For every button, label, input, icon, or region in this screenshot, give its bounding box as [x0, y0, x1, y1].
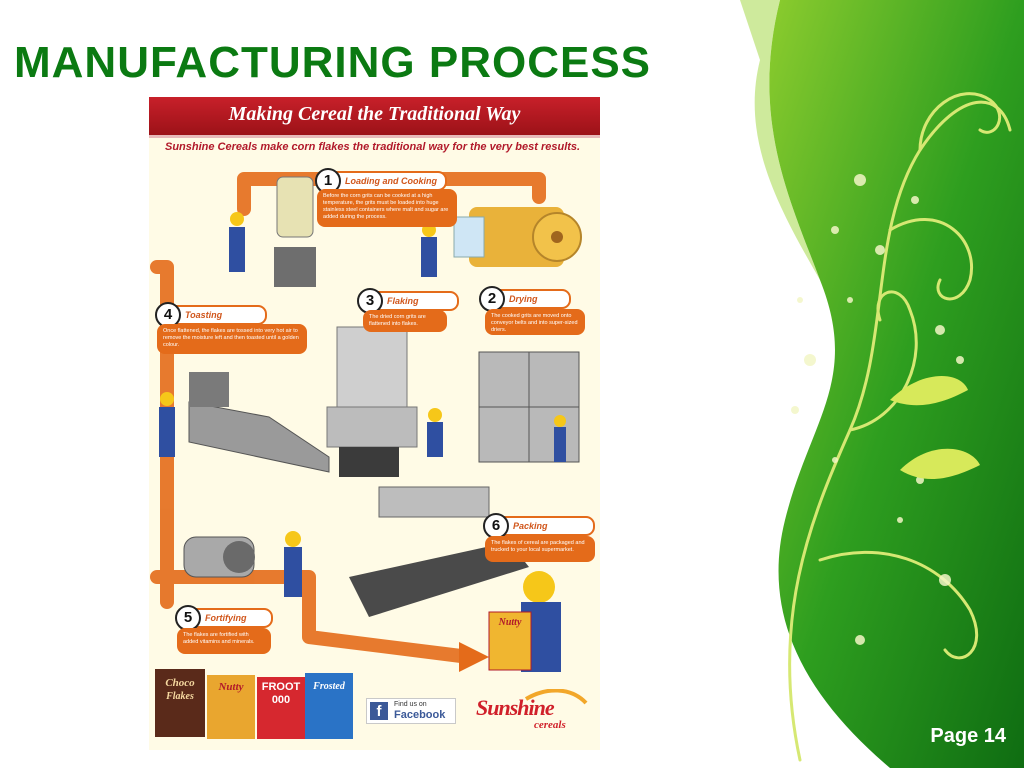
- facebook-icon: f: [370, 702, 388, 720]
- facebook-line2: Facebook: [394, 709, 446, 721]
- step-6-description: The flakes of cereal are packaged and tr…: [485, 536, 595, 562]
- step-4-description: Once flattened, the flakes are tossed in…: [157, 324, 307, 354]
- step-4-label: 4 Toasting: [155, 302, 267, 328]
- step-2-number: 2: [479, 286, 505, 312]
- step-5-description: The flakes are fortified with added vita…: [177, 628, 271, 654]
- sunshine-logo: Sunshine cereals: [476, 689, 591, 735]
- step-4-title: Toasting: [185, 310, 223, 320]
- brand-tagline: cereals: [534, 719, 566, 731]
- brand-name: Sunshine: [476, 695, 555, 720]
- poster-banner: Making Cereal the Traditional Way: [149, 97, 600, 138]
- facebook-line1: Find us on: [394, 701, 427, 708]
- step-6-title: Packing: [513, 521, 548, 531]
- sun-arc-icon: [524, 689, 588, 705]
- step-4-number: 4: [155, 302, 181, 328]
- facebook-badge[interactable]: f Find us on Facebook: [366, 698, 456, 724]
- box-froot-name: FROOT: [261, 681, 301, 693]
- poster-illustration: [150, 172, 582, 739]
- decorative-swirl-panel: [740, 0, 1024, 768]
- step-3-description: The dried corn grits are flattened into …: [363, 310, 447, 332]
- swirl-graphic: [740, 0, 1024, 768]
- held-box-name: Nutty: [498, 617, 522, 628]
- step-1-label: 1 Loading and Cooking: [315, 168, 447, 194]
- step-6-label: 6 Packing: [483, 513, 595, 539]
- cereal-process-poster: Making Cereal the Traditional Way Sunshi…: [149, 97, 600, 750]
- box-nutty-name: Nutty: [218, 681, 244, 693]
- step-2-label: 2 Drying: [479, 286, 571, 312]
- box-frosted-name: Frosted: [313, 681, 345, 692]
- slide-title: MANUFACTURING PROCESS: [14, 38, 652, 87]
- step-1-description: Before the corn grits can be cooked at a…: [317, 189, 457, 227]
- step-1-title: Loading and Cooking: [345, 176, 437, 186]
- cereal-boxes: [155, 611, 532, 739]
- step-3-label: 3 Flaking: [357, 288, 459, 314]
- page-number: Page 14: [930, 725, 1006, 747]
- step-5-title: Fortifying: [205, 613, 247, 623]
- step-2-description: The cooked grits are moved onto conveyor…: [485, 309, 585, 335]
- box-choco-name: Choco: [165, 677, 195, 689]
- box-choco-sub: Flakes: [166, 691, 194, 702]
- poster-heading: Making Cereal the Traditional Way: [228, 103, 521, 125]
- poster-subheading: Sunshine Cereals make corn flakes the tr…: [165, 141, 581, 153]
- step-3-title: Flaking: [387, 296, 419, 306]
- step-5-label: 5 Fortifying: [175, 605, 273, 631]
- box-froot-sub: 000: [271, 694, 291, 706]
- step-2-title: Drying: [509, 294, 538, 304]
